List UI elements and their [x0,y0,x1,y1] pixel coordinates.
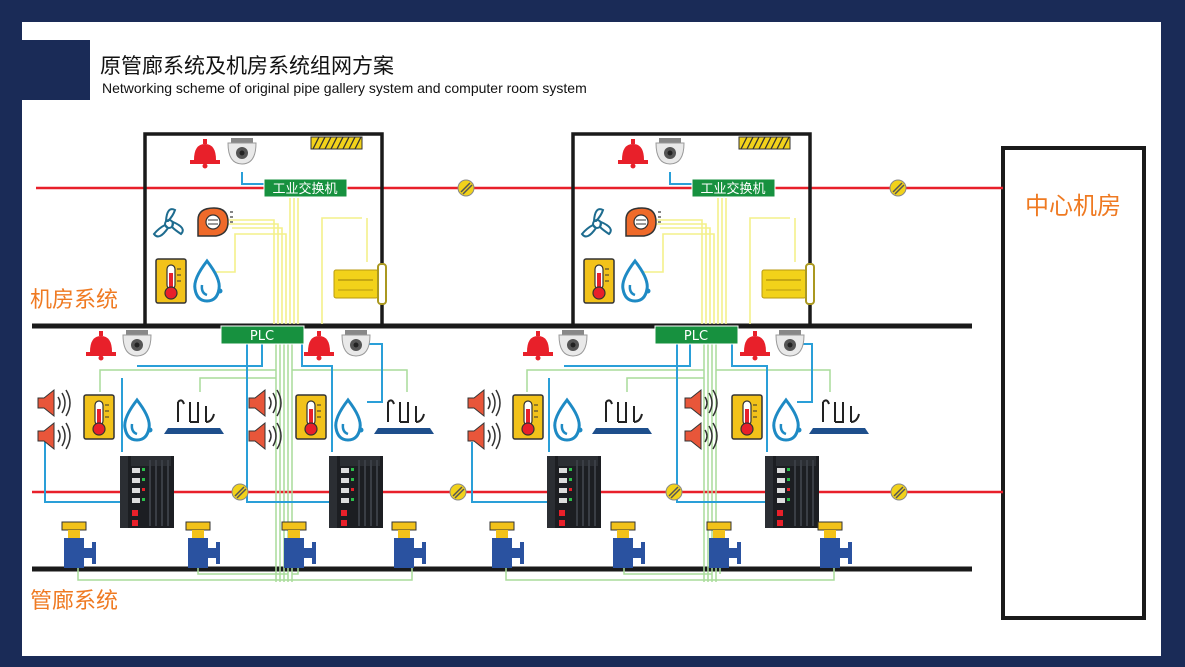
page-subtitle: Networking scheme of original pipe galle… [102,80,587,96]
hatch-1 [310,136,363,150]
plc-box-1: PLC [220,325,305,345]
industrial-switch-2: 工业交换机 [691,178,776,198]
center-room-box [1001,146,1146,620]
diagram-canvas: 原管廊系统及机房系统组网方案 Networking scheme of orig… [22,22,1161,656]
alarm-light-icon [190,139,220,169]
industrial-switch-1: 工业交换机 [263,178,348,198]
room-2-yellow-cables [640,198,796,324]
water-leak-icon [772,398,803,442]
blower-icon [197,207,234,237]
alarm-light-icon [86,331,116,361]
industrial-switch-label: 工业交换机 [700,181,765,197]
hatch-2 [738,136,791,150]
gallery-system-label: 管廊系统 [30,589,118,614]
room-system-label: 机房系统 [30,288,118,313]
fiber-coupler-icon [889,179,907,197]
camera-icon [775,329,805,357]
room-1-camera-link [241,172,265,185]
alarm-light-icon [304,331,334,361]
pump-icon [706,521,742,569]
fiber-coupler-icon [449,483,467,501]
gas-detector-icon [163,399,225,435]
water-leak-icon [621,259,652,303]
thermometer-icon [295,394,327,440]
room-2-camera-link [669,172,693,185]
center-room-label: 中心机房 [1025,192,1121,220]
network-switch-icon [119,455,175,529]
fan-icon [153,208,184,238]
access-card-icon [333,263,387,305]
water-leak-icon [123,398,154,442]
page-title: 原管廊系统及机房系统组网方案 [100,54,394,78]
pump-icon [610,521,646,569]
blower-icon [625,207,662,237]
alarm-light-icon [618,139,648,169]
title-accent-block [22,40,90,100]
industrial-switch-label: 工业交换机 [272,181,337,197]
water-leak-icon [334,398,365,442]
thermometer-icon [583,258,615,304]
water-leak-icon [193,259,224,303]
fiber-coupler-icon [457,179,475,197]
plc-label: PLC [684,329,708,344]
camera-icon [227,137,257,165]
alarm-light-icon [523,331,553,361]
camera-icon [122,329,152,357]
plc-label: PLC [250,329,274,344]
camera-icon [655,137,685,165]
speaker-icon [467,389,501,417]
pump-icon [281,521,317,569]
network-switch-icon [546,455,602,529]
fiber-coupler-icon [665,483,683,501]
fiber-coupler-icon [890,483,908,501]
thermometer-icon [731,394,763,440]
network-diagram: 中心机房 [30,132,1146,620]
thermometer-icon [512,394,544,440]
network-switch-icon [764,455,820,529]
fiber-coupler-icon [231,483,249,501]
alarm-light-icon [740,331,770,361]
camera-icon [341,329,371,357]
camera-icon [558,329,588,357]
plc-box-2: PLC [654,325,739,345]
gas-detector-icon [591,399,653,435]
thermometer-icon [155,258,187,304]
speaker-icon [37,389,71,417]
pump-icon [391,521,427,569]
thermometer-icon [83,394,115,440]
water-leak-icon [553,398,584,442]
network-switch-icon [328,455,384,529]
speaker-icon [37,422,71,450]
gallery-blue-cables [44,332,813,503]
pump-icon [489,521,525,569]
fan-icon [581,208,612,238]
pump-icon [185,521,221,569]
access-card-icon [761,263,815,305]
pump-icon [817,521,853,569]
pump-icon [61,521,97,569]
gas-detector-icon [808,399,870,435]
room-1-yellow-cables [212,198,368,324]
gas-detector-icon [373,399,435,435]
